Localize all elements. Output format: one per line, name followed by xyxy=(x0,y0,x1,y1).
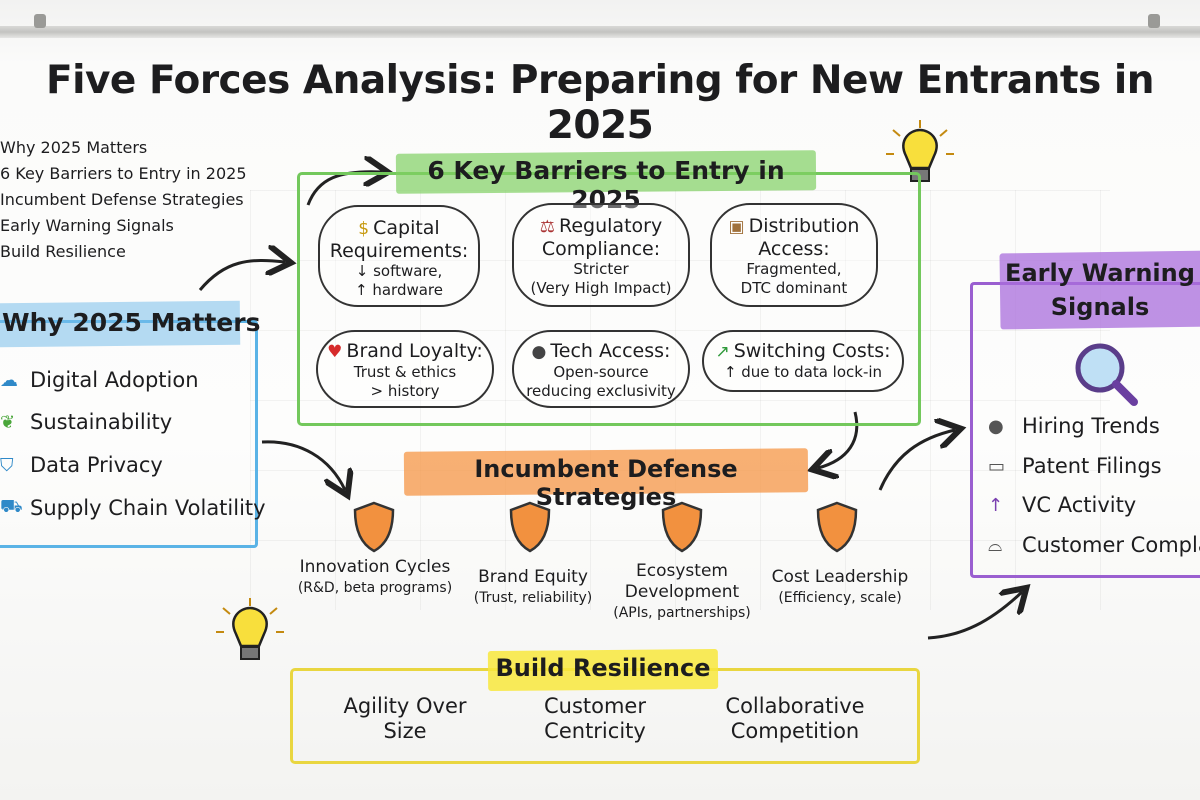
barrier-line: ↑ hardware xyxy=(355,281,443,299)
arrow-why-to-defense xyxy=(261,440,345,490)
arrow-up-icon: ↑ xyxy=(988,494,1004,516)
speech-bubble-icon: ⌓ xyxy=(988,534,1003,556)
barrier-head: Switching Costs: xyxy=(733,340,891,362)
lightbulb-icon: ● xyxy=(988,415,1004,437)
barrier-line: > history xyxy=(370,382,440,400)
why-2025-title: Why 2025 Matters xyxy=(2,308,261,337)
why-item-supply-chain: ⛟ Supply Chain Volatility xyxy=(0,496,266,520)
why-item-sustainability: ❦ Sustainability xyxy=(0,410,172,434)
defense-sub: (R&D, beta programs) xyxy=(297,580,453,596)
why-item-label: Digital Adoption xyxy=(30,368,199,392)
arrow-why-to-barriers xyxy=(198,260,285,291)
shield-icon xyxy=(816,501,858,553)
signal-label: Hiring Trends xyxy=(1022,414,1160,438)
barrier-line: DTC dominant xyxy=(740,279,848,297)
barrier-line: Fragmented, xyxy=(746,260,842,278)
defense-sub: (Trust, reliability) xyxy=(473,590,593,606)
table-of-contents: Why 2025 Matters 6 Key Barriers to Entry… xyxy=(0,135,247,265)
arrow-defense-to-warning xyxy=(878,430,955,491)
shield-icon: ⛉ xyxy=(0,454,14,476)
barriers-title: 6 Key Barriers to Entry in 2025 xyxy=(427,156,785,214)
barrier-line: Open-source xyxy=(553,363,649,381)
dollar-icon: $ xyxy=(358,219,370,239)
barrier-line: ↑ due to data lock-in xyxy=(723,363,883,381)
shield-icon xyxy=(661,501,703,553)
resilience-item: Agility Over Size xyxy=(343,694,467,743)
why-item-label: Sustainability xyxy=(30,410,173,434)
bulb-icon: ● xyxy=(531,342,547,362)
barrier-line: (Very High Impact) xyxy=(530,279,672,297)
rail-screw xyxy=(1148,14,1160,28)
toc-item: 6 Key Barriers to Entry in 2025 xyxy=(0,164,247,183)
arrow-up-right-icon: ↗ xyxy=(715,342,730,362)
document-icon: ▭ xyxy=(988,455,1006,477)
page-title: Five Forces Analysis: Preparing for New … xyxy=(46,58,1155,148)
why-item-label: Supply Chain Volatility xyxy=(30,496,266,520)
defense-innovation: Innovation Cycles (R&D, beta programs) xyxy=(290,557,460,599)
cloud-icon: ☁ xyxy=(0,369,18,391)
barrier-line: ↓ software, xyxy=(355,262,443,280)
barrier-capital: $Capital Requirements: ↓ software, ↑ har… xyxy=(318,205,480,307)
why-item-data-privacy: ⛉ Data Privacy xyxy=(0,453,163,477)
signal-hiring-trends: ● Hiring Trends xyxy=(988,414,1160,438)
arrow-toc-to-barriers xyxy=(306,172,382,206)
toc-item: Incumbent Defense Strategies xyxy=(0,190,244,209)
defense-label: Innovation Cycles xyxy=(299,557,451,577)
defense-sub: (APIs, partnerships) xyxy=(613,605,751,621)
early-warning-title: Early Warning Signals xyxy=(1005,259,1195,321)
toc-item: Build Resilience xyxy=(0,242,126,261)
magnifying-glass-icon xyxy=(1075,343,1138,406)
signal-label: Patent Filings xyxy=(1022,454,1162,478)
toc-item: Why 2025 Matters xyxy=(0,138,148,157)
whiteboard-rail xyxy=(0,26,1200,38)
barrier-head: Distribution Access: xyxy=(748,215,860,260)
signal-customer-complaints: ⌓ Customer Complaints xyxy=(988,533,1200,557)
defense-label: Ecosystem Development xyxy=(624,561,740,602)
barrier-brand-loyalty: ♥Brand Loyalty: Trust & ethics > history xyxy=(316,330,494,408)
toc-item: Early Warning Signals xyxy=(0,216,174,235)
truck-icon: ⛟ xyxy=(0,496,23,517)
scales-icon: ⚖ xyxy=(539,217,556,237)
defense-sub: (Efficiency, scale) xyxy=(778,590,902,606)
signal-patent-filings: ▭ Patent Filings xyxy=(988,454,1162,478)
defense-label: Brand Equity xyxy=(478,567,588,587)
resilience-item: Customer Centricity xyxy=(543,694,646,743)
signal-vc-activity: ↑ VC Activity xyxy=(988,493,1136,517)
defense-title: Incumbent Defense Strategies xyxy=(474,455,738,511)
arrow-defense-to-warning-lower xyxy=(927,592,1022,640)
barrier-head: Brand Loyalty: xyxy=(346,340,483,362)
shield-icon xyxy=(509,501,551,553)
barrier-head: Regulatory Compliance: xyxy=(541,215,663,260)
defense-label: Cost Leadership xyxy=(771,567,909,587)
why-item-label: Data Privacy xyxy=(30,453,163,477)
rail-screw xyxy=(34,14,46,28)
lightbulb-doodle xyxy=(216,598,284,660)
barrier-switching-costs: ↗Switching Costs: ↑ due to data lock-in xyxy=(702,330,904,392)
arrow-barriers-to-defense xyxy=(818,411,859,468)
resilience-title: Build Resilience xyxy=(495,654,711,682)
barrier-distribution: ▣Distribution Access: Fragmented, DTC do… xyxy=(710,203,878,307)
barrier-tech-access: ●Tech Access: Open-source reducing exclu… xyxy=(512,330,690,408)
signal-label: Customer Complaints xyxy=(1022,533,1200,557)
barrier-line: Trust & ethics xyxy=(353,363,457,381)
barrier-line: reducing exclusivity xyxy=(526,382,676,400)
barrier-line: Stricter xyxy=(573,260,629,278)
why-item-digital-adoption: ☁ Digital Adoption xyxy=(0,368,199,392)
barrier-head: Tech Access: xyxy=(550,340,671,362)
shield-icon xyxy=(353,501,395,553)
defense-ecosystem: Ecosystem Development (APIs, partnership… xyxy=(602,561,762,624)
barrier-head: Capital Requirements: xyxy=(329,217,469,262)
defense-brand-equity: Brand Equity (Trust, reliability) xyxy=(458,567,608,609)
defense-cost-leadership: Cost Leadership (Efficiency, scale) xyxy=(760,567,920,609)
barrier-regulatory: ⚖Regulatory Compliance: Stricter (Very H… xyxy=(512,203,690,307)
leaf-icon: ❦ xyxy=(0,411,16,433)
signal-label: VC Activity xyxy=(1022,493,1137,517)
heart-icon: ♥ xyxy=(327,342,343,362)
box-icon: ▣ xyxy=(728,217,745,237)
resilience-item: Collaborative Competition xyxy=(725,694,865,743)
